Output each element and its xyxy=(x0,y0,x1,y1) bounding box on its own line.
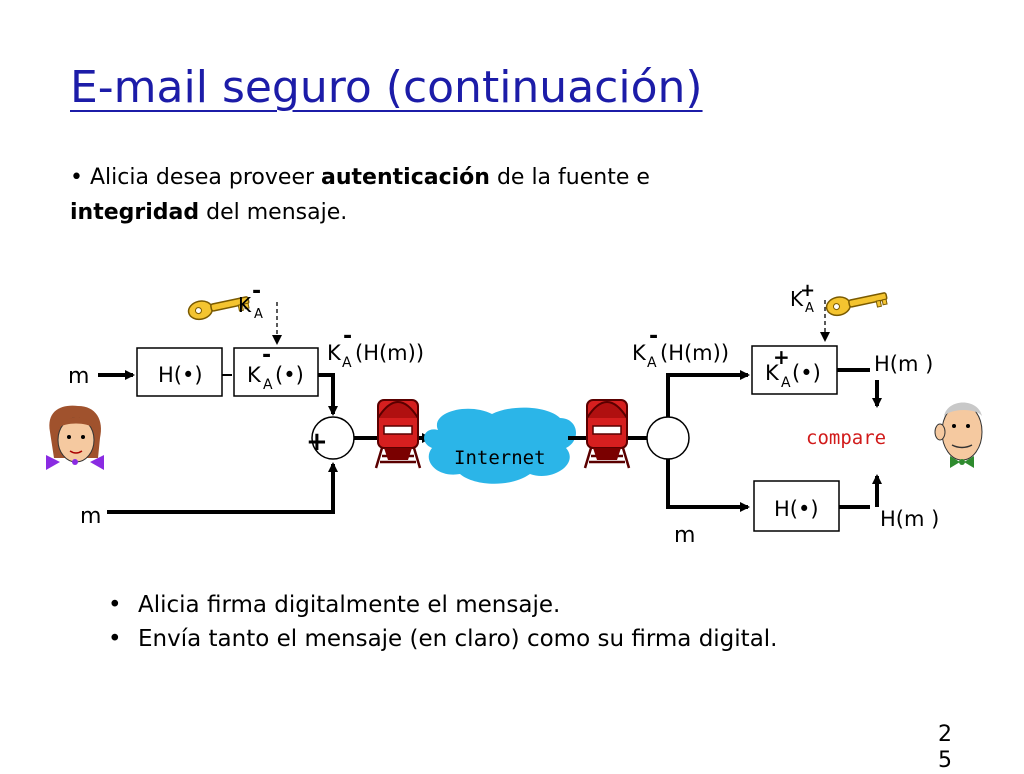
sign-box-paren: (•) xyxy=(275,363,304,387)
bob-avatar-icon xyxy=(934,402,983,468)
intro-text-1: Alicia desea proveer xyxy=(82,165,322,190)
internet-label: Internet xyxy=(454,447,546,469)
sign-box-sender xyxy=(233,347,319,397)
public-key-icon xyxy=(824,286,889,319)
recv-m-label: m xyxy=(674,523,695,548)
verify-box-paren: (•) xyxy=(792,361,821,385)
recv-signed-paren: (H(m)) xyxy=(660,341,729,365)
bullet-item: Envía tanto el mensaje (en claro) como s… xyxy=(108,622,778,656)
internet-cloud xyxy=(424,407,577,484)
verify-box-sub: A xyxy=(781,375,791,391)
hash-box-receiver xyxy=(753,480,840,532)
signed-hash-minus: - xyxy=(343,324,352,349)
public-key-K: K xyxy=(790,287,804,311)
private-key-K: K xyxy=(238,293,252,317)
hash-box-sender xyxy=(136,347,223,397)
arrow-splitter-to-hash xyxy=(666,459,750,512)
hash-box-receiver-label: H(•) xyxy=(774,497,819,521)
compare-label: compare xyxy=(806,427,886,449)
verify-box-K: K xyxy=(765,361,780,385)
input-m-bottom: m xyxy=(80,504,101,529)
public-key-plus: + xyxy=(800,280,815,301)
public-key-sub: A xyxy=(805,301,814,316)
arrow-m-to-adder xyxy=(107,462,338,514)
arrow-splitter-to-verify xyxy=(666,370,750,417)
intro-text-3: del mensaje. xyxy=(199,200,348,225)
hash-box-sender-label: H(•) xyxy=(158,363,203,387)
sign-box-minus: - xyxy=(262,343,271,368)
arrow-sign-to-adder xyxy=(318,373,338,416)
intro-text-2: de la fuente e xyxy=(489,165,650,190)
adder-plus: + xyxy=(306,427,328,457)
intro-bullet: • xyxy=(70,165,83,190)
intro-paragraph: • Alicia desea proveer autenticación de … xyxy=(70,160,770,230)
hm-top: H(m ) xyxy=(874,352,933,376)
private-key-sub: A xyxy=(254,307,263,322)
receiver-mailbox-icon xyxy=(583,398,631,470)
input-m-top: m xyxy=(68,364,89,389)
private-key-minus: - xyxy=(252,279,261,304)
intro-bold-integridad: integridad xyxy=(70,200,200,225)
recv-signed-minus: - xyxy=(649,324,658,349)
verify-box-plus: + xyxy=(773,345,790,369)
hm-bottom: H(m ) xyxy=(880,507,939,531)
recv-signed-sub: A xyxy=(647,355,657,371)
bullet-list: Alicia firma digitalmente el mensaje. En… xyxy=(108,588,778,656)
recv-signed-K: K xyxy=(632,341,647,365)
slide-title: E-mail seguro (continuación) xyxy=(70,62,703,113)
sender-mailbox-icon xyxy=(374,398,422,470)
signed-hash-sub: A xyxy=(342,355,352,371)
page-number: 25 xyxy=(938,722,952,773)
sign-box-sub: A xyxy=(263,377,273,393)
alice-avatar-icon xyxy=(46,405,104,470)
verify-box xyxy=(751,345,838,395)
splitter-circle xyxy=(646,416,690,460)
sign-box-K: K xyxy=(247,363,262,387)
signed-hash-K: K xyxy=(327,341,342,365)
intro-bold-autenticacion: autenticación xyxy=(321,165,490,190)
bullet-item: Alicia firma digitalmente el mensaje. xyxy=(108,588,778,622)
signed-hash-paren: (H(m)) xyxy=(355,341,424,365)
